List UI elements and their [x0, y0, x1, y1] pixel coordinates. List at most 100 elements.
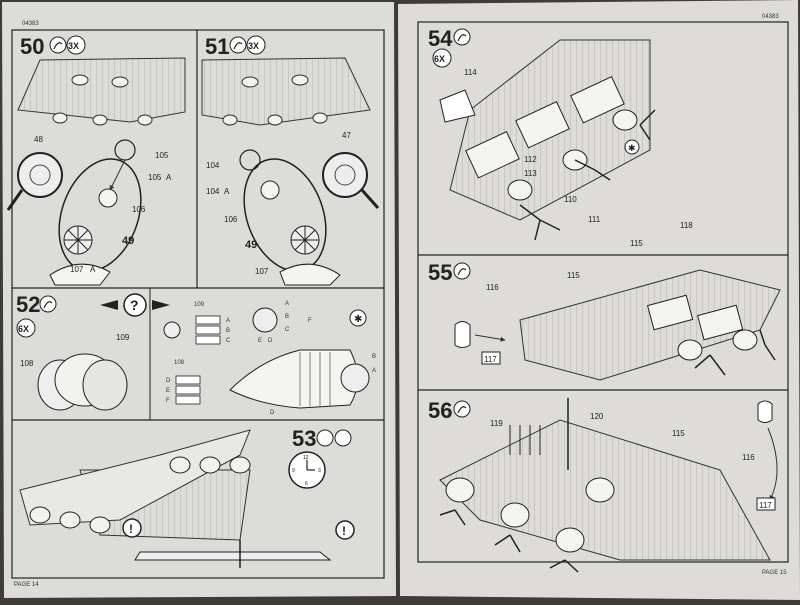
step-54-panel: 54 6X ✱ 114 11: [428, 26, 656, 241]
glue-icon: [453, 262, 471, 280]
aircraft-wing: [19, 429, 251, 526]
callout-label: 111: [588, 215, 601, 224]
callout-label: 113: [524, 169, 537, 178]
callout-label: 105: [155, 151, 169, 160]
step-56-callouts: 120 119 115 116 117: [490, 412, 772, 510]
quantity-badge: [246, 35, 266, 55]
callout-label: 108: [174, 360, 185, 366]
glue-icon: [49, 36, 67, 54]
step-quantity: 6X: [434, 54, 445, 64]
callout-label: C: [285, 327, 290, 333]
glue-icon: [453, 28, 471, 46]
callout-label: A: [226, 318, 230, 324]
callout-label: E: [166, 388, 170, 394]
clock-number: 12: [303, 455, 309, 461]
step-51-callouts: 47 104 104 A 106 49 107: [206, 131, 351, 276]
paint-icon: [334, 429, 352, 447]
glue-icon: [316, 429, 334, 447]
step-55-panel: 55 118 115 115 116 117: [428, 221, 781, 381]
clock-number: 9: [292, 468, 295, 474]
callout-label: B: [285, 314, 289, 320]
callout-label: B: [372, 354, 376, 360]
step-quantity: 3X: [248, 41, 259, 51]
warning-icon: [335, 520, 355, 540]
clock-number: 3: [318, 468, 321, 474]
right-page-footer: PAGE 15: [762, 570, 787, 576]
left-page-code: 04383: [22, 21, 39, 27]
callout-label: 116: [486, 283, 499, 292]
step-50-callouts: 48 105 105 A 106 49 107 A: [34, 135, 172, 274]
step-56-panel: 56 120 119 115: [428, 398, 778, 573]
aircraft-side-view: [134, 551, 332, 561]
step-number: 51: [205, 34, 229, 59]
question-icon: ?: [100, 293, 170, 317]
magnifier-detail: [322, 152, 368, 198]
callout-label: E: [258, 338, 262, 344]
right-page-code: 04383: [762, 14, 779, 20]
asterisk-icon: [624, 139, 640, 155]
callout-label: 104: [206, 161, 220, 170]
svg-text:✱: ✱: [354, 314, 362, 325]
callout-label: 112: [524, 155, 537, 164]
step-53-panel: 53 12 3 6 9 ! !: [19, 426, 355, 568]
step-number: 50: [20, 34, 44, 59]
quantity-badge: [16, 318, 36, 338]
callout-label: 107: [70, 265, 84, 274]
svg-text:✱: ✱: [628, 143, 636, 153]
callout-label: 106: [224, 215, 238, 224]
step-number: 54: [428, 26, 453, 51]
step-54-callouts: 114 112 113 110 111: [464, 68, 601, 224]
step-52-panel: 52 6X ? 108 109 109 10: [16, 292, 376, 416]
wing-outline: [17, 57, 186, 123]
callout-label: 105: [148, 173, 162, 182]
step-quantity: 6X: [18, 324, 29, 334]
callout-label: 117: [484, 355, 497, 364]
step-number: 52: [16, 292, 40, 317]
callout-label: F: [166, 398, 170, 404]
asterisk-icon: ✱: [349, 309, 367, 327]
callout-label: 104: [206, 187, 220, 196]
step-number: 56: [428, 398, 452, 423]
callout-label: 116: [742, 453, 755, 462]
callout-label: 108: [20, 359, 34, 368]
callout-label: 119: [490, 419, 503, 428]
svg-text:!: !: [342, 524, 346, 538]
callout-label: 49: [245, 239, 257, 251]
glue-icon: [229, 36, 247, 54]
step-55-callouts: 118 115 115 116 117: [484, 221, 693, 364]
left-page-footer: PAGE 14: [14, 582, 39, 588]
callout-label: 47: [342, 131, 351, 140]
callout-label: A: [285, 301, 289, 307]
quantity-badge: [66, 35, 86, 55]
callout-label: A: [90, 265, 96, 274]
glue-icon: [39, 295, 57, 313]
callout-label: A: [224, 187, 230, 196]
callout-label: 48: [34, 135, 43, 144]
part-box: [481, 351, 501, 365]
callout-label: 115: [630, 239, 643, 248]
part-box: [756, 497, 776, 511]
callout-label: 114: [464, 68, 477, 77]
step-51-panel: 51 3X 47 104 104 A 106: [201, 34, 380, 286]
callout-label: 49: [122, 235, 134, 247]
svg-text:!: !: [129, 522, 133, 536]
callout-label: 117: [759, 501, 772, 510]
svg-text:?: ?: [130, 297, 139, 313]
callout-label: 109: [116, 333, 130, 342]
step-number: 55: [428, 260, 452, 285]
left-page: 04383 PAGE 14 50 3X 48: [2, 2, 396, 598]
callout-label: 120: [590, 412, 604, 421]
clock-number: 6: [305, 481, 308, 487]
step-50-panel: 50 3X 48 105 105 A: [6, 34, 186, 286]
step-quantity: 3X: [68, 41, 79, 51]
callout-label: 107: [255, 267, 269, 276]
callout-label: 106: [132, 205, 146, 214]
warning-icon: [122, 518, 142, 538]
callout-label: D: [270, 410, 275, 416]
callout-label: B: [226, 328, 230, 334]
callout-label: D: [166, 378, 171, 384]
magnifier-detail: [17, 152, 63, 198]
callout-label: 110: [564, 195, 577, 204]
